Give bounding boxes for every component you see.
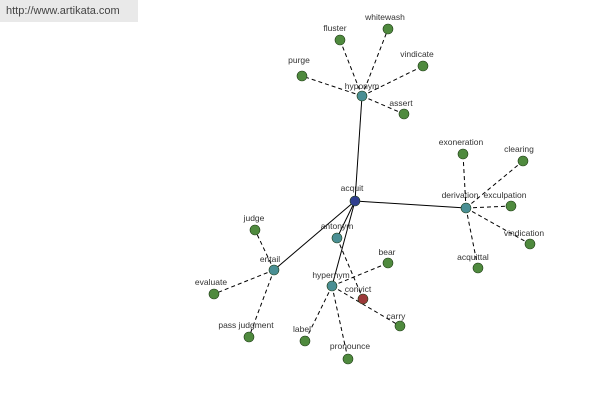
node-bear[interactable]: bear: [378, 247, 396, 269]
node-vindication-dot[interactable]: [524, 238, 536, 250]
node-vindicate[interactable]: vindicate: [400, 49, 434, 72]
node-pronounce-dot[interactable]: [342, 353, 354, 365]
node-pass-judgment-label: pass judgment: [218, 320, 274, 330]
edge-hypernym-label: [304, 285, 333, 342]
node-purge[interactable]: purge: [288, 55, 310, 82]
node-whitewash-dot[interactable]: [382, 23, 394, 35]
node-evaluate-dot[interactable]: [208, 288, 220, 300]
graph-nodes: fluster whitewash purge vindicate assert exon…: [195, 12, 544, 365]
node-exculpation-label: exculpation: [483, 190, 526, 200]
edge-entail-judge: [254, 229, 275, 271]
node-carry[interactable]: carry: [387, 311, 407, 332]
edge-derivation-exoneration: [462, 153, 467, 209]
edge-entail-evaluate: [213, 269, 275, 295]
node-bear-dot[interactable]: [382, 257, 394, 269]
node-vindication-label: vindication: [504, 228, 544, 238]
edge-hyponym-vindicate: [361, 65, 424, 97]
node-evaluate[interactable]: evaluate: [195, 277, 227, 300]
node-exculpation-dot[interactable]: [505, 200, 517, 212]
node-pass-judgment-dot[interactable]: [243, 331, 255, 343]
node-pronounce-label: pronounce: [330, 341, 370, 351]
node-fluster-label: fluster: [323, 23, 346, 33]
node-judge-label: judge: [243, 213, 265, 223]
node-assert[interactable]: assert: [389, 98, 413, 120]
node-convict[interactable]: convict: [345, 284, 372, 305]
relation-node-antonym-label: antonym: [321, 221, 354, 231]
edge-acquit-hyponym: [354, 95, 363, 202]
node-fluster-dot[interactable]: [334, 34, 346, 46]
edge-acquit-entail: [273, 200, 356, 271]
relation-node-hyponym[interactable]: hyponym: [345, 81, 380, 102]
relation-node-hypernym-label: hypernym: [312, 270, 349, 280]
node-exoneration-dot[interactable]: [457, 148, 469, 160]
graph-edges: [213, 28, 531, 360]
node-vindicate-dot[interactable]: [417, 60, 429, 72]
node-label[interactable]: label: [293, 324, 311, 347]
relation-node-entail-label: entail: [260, 254, 280, 264]
relation-node-entail[interactable]: entail: [260, 254, 280, 276]
node-label-dot[interactable]: [299, 335, 311, 347]
node-assert-label: assert: [389, 98, 413, 108]
edge-acquit-derivation: [354, 200, 467, 209]
edge-derivation-exculpation: [465, 205, 512, 209]
node-exoneration-label: exoneration: [439, 137, 484, 147]
node-vindicate-label: vindicate: [400, 49, 434, 59]
node-clearing-label: clearing: [504, 144, 534, 154]
edge-acquit-hypernym: [331, 200, 356, 287]
node-vindication[interactable]: vindication: [504, 228, 544, 250]
node-clearing[interactable]: clearing: [504, 144, 534, 167]
relation-node-entail-dot[interactable]: [268, 264, 280, 276]
node-label-label: label: [293, 324, 311, 334]
root-node-acquit[interactable]: acquit: [341, 183, 364, 207]
node-acquittal-dot[interactable]: [472, 262, 484, 274]
relation-node-derivation-dot[interactable]: [460, 202, 472, 214]
node-exoneration[interactable]: exoneration: [439, 137, 484, 160]
node-whitewash[interactable]: whitewash: [364, 12, 405, 35]
edge-derivation-acquittal: [465, 207, 479, 269]
node-clearing-dot[interactable]: [517, 155, 529, 167]
edge-hyponym-fluster: [339, 39, 363, 97]
edge-hyponym-whitewash: [361, 28, 389, 97]
node-fluster[interactable]: fluster: [323, 23, 347, 46]
edge-acquit-antonym: [336, 200, 356, 239]
node-purge-dot[interactable]: [296, 70, 308, 82]
node-carry-dot[interactable]: [394, 320, 406, 332]
node-carry-label: carry: [387, 311, 407, 321]
node-convict-dot[interactable]: [357, 293, 369, 305]
node-bear-label: bear: [378, 247, 395, 257]
edge-hypernym-carry: [331, 285, 401, 327]
node-exculpation[interactable]: exculpation: [483, 190, 527, 212]
edge-hyponym-assert: [361, 95, 405, 115]
relation-node-antonym[interactable]: antonym: [321, 221, 354, 244]
edge-entail-pass-judgment: [248, 269, 275, 338]
relation-node-hypernym[interactable]: hypernym: [312, 270, 350, 292]
node-pass-judgment[interactable]: pass judgment: [218, 320, 274, 343]
relation-node-hyponym-dot[interactable]: [356, 90, 368, 102]
node-convict-label: convict: [345, 284, 372, 294]
node-purge-label: purge: [288, 55, 310, 65]
edge-derivation-vindication: [465, 207, 531, 245]
edge-derivation-clearing: [465, 160, 524, 209]
node-assert-dot[interactable]: [398, 108, 410, 120]
relation-node-antonym-dot[interactable]: [331, 232, 343, 244]
edge-hyponym-purge: [301, 75, 363, 97]
edge-hypernym-bear: [331, 262, 389, 287]
relation-node-derivation-label: derivation: [442, 190, 479, 200]
node-acquittal[interactable]: acquittal: [457, 252, 489, 274]
node-whitewash-label: whitewash: [364, 12, 405, 22]
node-evaluate-label: evaluate: [195, 277, 227, 287]
relation-node-hypernym-dot[interactable]: [326, 280, 338, 292]
root-node-acquit-label: acquit: [341, 183, 364, 193]
relation-node-hyponym-label: hyponym: [345, 81, 380, 91]
node-judge-dot[interactable]: [249, 224, 261, 236]
node-judge[interactable]: judge: [243, 213, 265, 236]
watermark-url: http://www.artikata.com: [0, 0, 138, 22]
edge-hypernym-pronounce: [331, 285, 349, 360]
node-pronounce[interactable]: pronounce: [330, 341, 370, 365]
node-acquittal-label: acquittal: [457, 252, 489, 262]
root-node-acquit-dot[interactable]: [349, 195, 361, 207]
relation-node-derivation[interactable]: derivation: [442, 190, 479, 214]
